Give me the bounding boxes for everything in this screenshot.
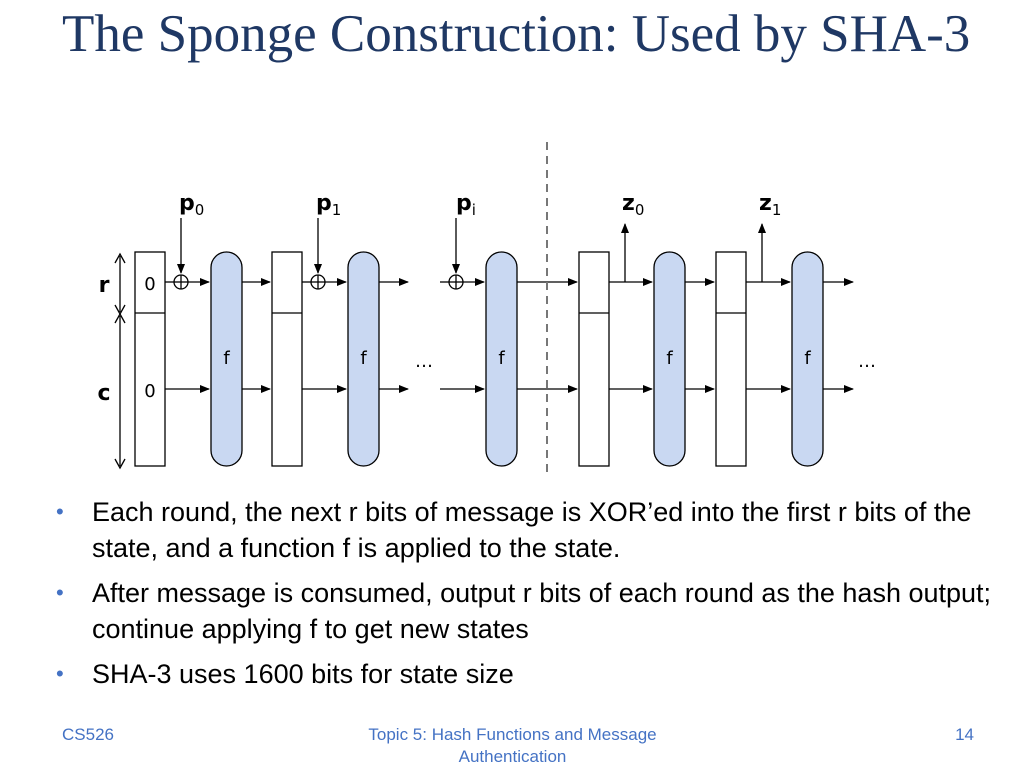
bullet-item: • Each round, the next r bits of message… xyxy=(50,494,1010,566)
f-label-5: f xyxy=(804,348,811,369)
bullet-marker: • xyxy=(56,580,64,605)
bullet-text: After message is consumed, output r bits… xyxy=(92,578,992,644)
output-label-z0: z0 xyxy=(622,191,644,219)
f-block-3 xyxy=(485,251,518,467)
f-block-5 xyxy=(791,251,824,467)
bullet-marker: • xyxy=(56,661,64,686)
rate-label: r xyxy=(99,273,110,298)
slide-title: The Sponge Construction: Used by SHA-3 xyxy=(62,5,971,63)
rate-bracket xyxy=(114,252,126,316)
f-label-3: f xyxy=(498,348,505,369)
bullet-text: SHA-3 uses 1600 bits for state size xyxy=(92,659,514,689)
f-label-4: f xyxy=(666,348,673,369)
initial-capacity-zero: 0 xyxy=(144,381,155,402)
ellipsis-absorb: … xyxy=(415,351,433,372)
bullet-item: • SHA-3 uses 1600 bits for state size xyxy=(50,656,1010,692)
f-label-2: f xyxy=(360,348,367,369)
input-arrows xyxy=(177,218,460,274)
state-block-1 xyxy=(271,251,303,467)
ellipsis-squeeze: … xyxy=(858,351,876,372)
capacity-label: c xyxy=(97,381,110,406)
capacity-bracket xyxy=(114,312,126,470)
input-label-p1: p1 xyxy=(316,191,341,219)
f-block-2 xyxy=(347,251,380,467)
initial-state-block xyxy=(134,251,166,467)
xor-nodes xyxy=(173,274,464,290)
output-arrows xyxy=(621,223,766,282)
bullet-item: • After message is consumed, output r bi… xyxy=(50,575,1010,647)
f-label-1: f xyxy=(223,348,230,369)
initial-rate-zero: 0 xyxy=(144,274,155,295)
footer-topic: Topic 5: Hash Functions and Message Auth… xyxy=(368,725,657,766)
state-block-3 xyxy=(715,251,747,467)
state-block-2 xyxy=(578,251,610,467)
f-block-4 xyxy=(653,251,686,467)
bullet-list: • Each round, the next r bits of message… xyxy=(50,494,1010,701)
footer-course: CS526 xyxy=(62,725,114,744)
sponge-diagram: r c 0 0 f f f f f xyxy=(97,142,876,476)
input-label-pi: pi xyxy=(456,191,476,219)
input-label-p0: p0 xyxy=(179,191,204,219)
f-block-1 xyxy=(210,251,243,467)
output-label-z1: z1 xyxy=(759,191,781,219)
bullet-text: Each round, the next r bits of message i… xyxy=(92,497,972,563)
bullet-marker: • xyxy=(56,499,64,524)
footer-page-number: 14 xyxy=(955,725,974,744)
